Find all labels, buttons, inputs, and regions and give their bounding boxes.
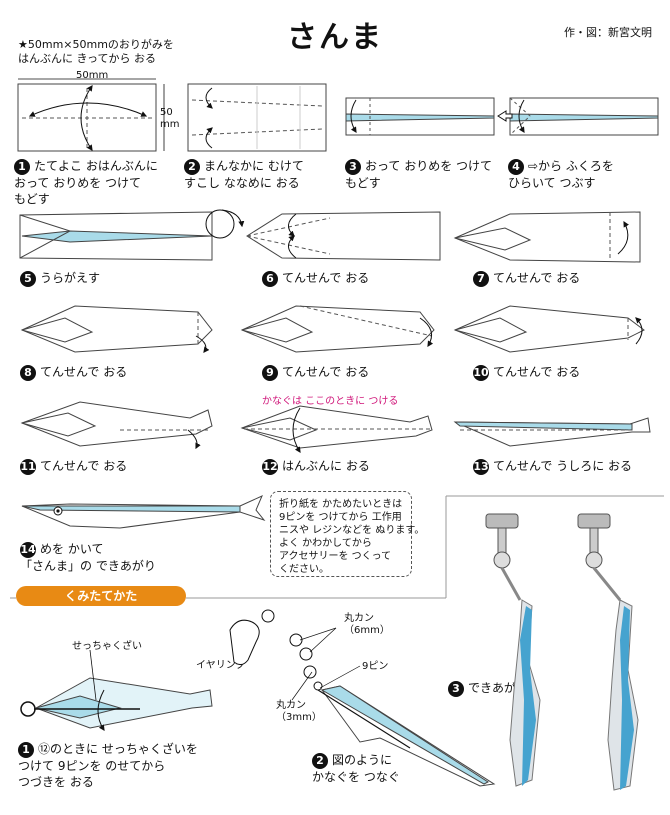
- step-13-diagram: [453, 417, 651, 447]
- step-7-diagram: [453, 211, 641, 263]
- tip-box: 折り紙を かためたいときは 9ピンを つけてから 工作用 ニスや レジンなどを …: [270, 491, 424, 577]
- large-jump-ring-label: 丸カン （6mm）: [344, 613, 390, 636]
- finished-earrings-photo: [485, 513, 639, 791]
- nine-pin-label: 9ピン: [362, 661, 389, 672]
- step-6-diagram: [246, 211, 441, 261]
- earring-left: [485, 513, 541, 787]
- step-5-diagram: [19, 209, 245, 261]
- earring-right: [577, 513, 639, 791]
- step-4-diagram: [497, 97, 659, 136]
- step-12-diagram: [240, 405, 433, 454]
- step-8-diagram: [20, 305, 213, 353]
- credit: 作・図：新宮文明: [564, 26, 652, 39]
- paper-size-note: ★50mm×50mmのおりがみを はんぶんに きってから おる: [18, 38, 174, 65]
- step-10-diagram: [453, 305, 645, 353]
- adhesive-label: せっちゃくざい: [72, 641, 142, 652]
- step-2-diagram: [187, 83, 327, 152]
- step-11-diagram: [20, 401, 213, 450]
- small-jump-ring-label: 丸カン （3mm）: [276, 700, 322, 723]
- hardware-timing-note: かなぐは ここのときに つける: [262, 396, 399, 407]
- page-title: さんま: [287, 20, 383, 55]
- earring-label: イヤリング: [196, 660, 246, 671]
- step-4-caption: 4⇨から ふくろを ひらいて つぶす: [508, 158, 614, 190]
- assembly-step-2-diagram: [229, 609, 496, 787]
- step-1-diagram: [17, 78, 165, 152]
- width-dimension-label: 50mm: [76, 70, 109, 81]
- step-3-diagram: [345, 97, 495, 136]
- assembly-header: くみたてかた: [16, 586, 186, 606]
- assembly-step-1-diagram: [20, 649, 213, 731]
- step-14-fish: [21, 495, 266, 529]
- height-dimension-label: 50 mm: [160, 107, 180, 130]
- step-9-diagram: [240, 305, 435, 353]
